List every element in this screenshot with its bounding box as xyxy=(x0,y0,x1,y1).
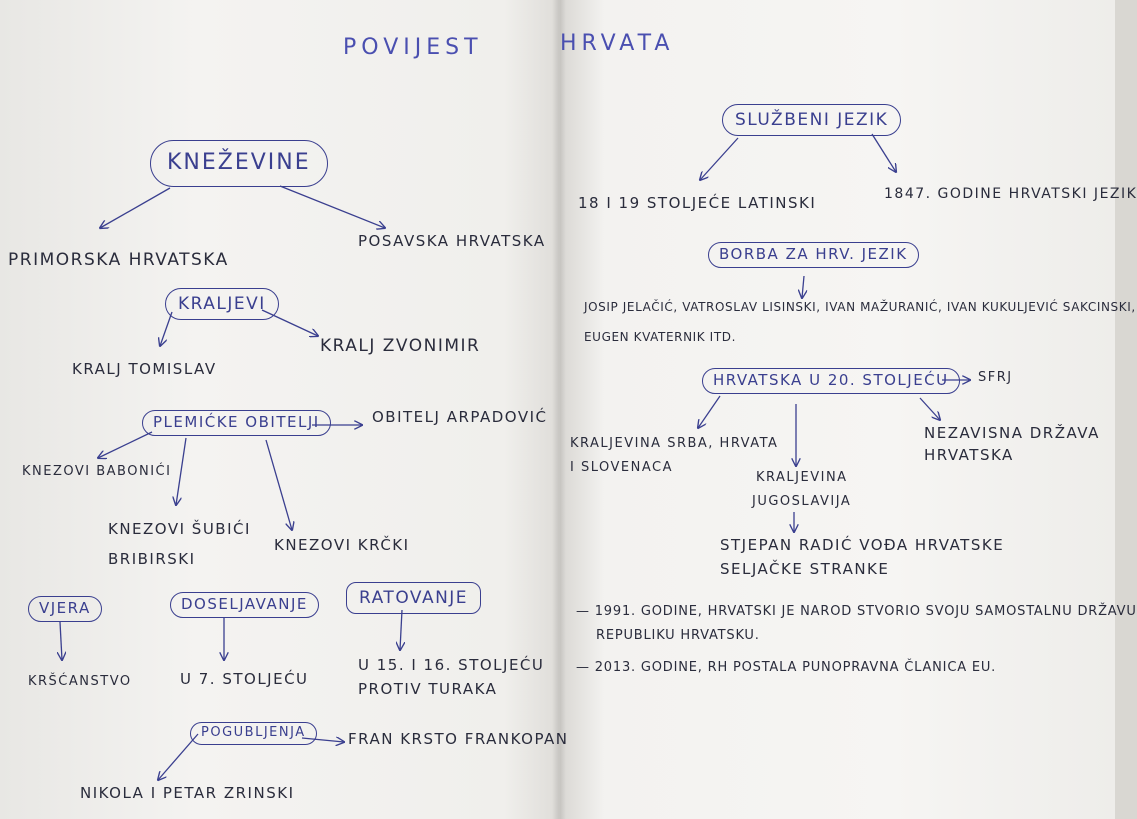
label-primorska-hrvatska: PRIMORSKA HRVATSKA xyxy=(8,250,229,270)
arrow-plemicke-babonici xyxy=(98,431,153,458)
label-sfrj: SFRJ xyxy=(978,370,1013,385)
arrow-ratovanje xyxy=(400,609,402,650)
label-jugoslavija-line-2: JUGOSLAVIJA xyxy=(752,494,852,509)
arrow-borba xyxy=(802,275,804,298)
arrow-pogubljenja-zrinski xyxy=(158,733,199,780)
node-hrvatska-u-20-stoljecu: HRVATSKA U 20. STOLJEĆU xyxy=(702,368,960,394)
arrow-plemicke-subici xyxy=(176,437,187,505)
label-ndh-line-2: HRVATSKA xyxy=(924,446,1014,464)
node-doseljavanje: DOSELJAVANJE xyxy=(170,592,319,618)
note-1991-line-2: REPUBLIKU HRVATSKU. xyxy=(596,628,760,643)
label-ratovanje-line-1: U 15. I 16. STOLJEĆU xyxy=(358,656,545,674)
node-vjera: VJERA xyxy=(28,596,102,622)
label-jugoslavija-line-1: KRALJEVINA xyxy=(756,470,848,485)
title-right-word: HRVATA xyxy=(560,31,675,56)
label-krscanstvo: KRŠĆANSTVO xyxy=(28,674,132,689)
arrow-jezik-hrvatski xyxy=(871,133,896,172)
label-u-7-stoljecu: U 7. STOLJEĆU xyxy=(180,670,309,688)
label-hrvatski-jezik: 1847. GODINE HRVATSKI JEZIK xyxy=(884,186,1137,202)
note-1991-line-1: — 1991. GODINE, HRVATSKI JE NAROD STVORI… xyxy=(576,604,1137,619)
note-2013: — 2013. GODINE, RH POSTALA PUNOPRAVNA ČL… xyxy=(576,660,997,675)
arrow-knezevine-posavska xyxy=(279,185,385,228)
arrow-kraljevi-tomislav xyxy=(160,311,173,346)
label-latinski: 18 I 19 STOLJEĆE LATINSKI xyxy=(578,194,817,212)
label-bribirski: BRIBIRSKI xyxy=(108,550,196,568)
arrow-jezik-latinski xyxy=(700,137,739,180)
label-knezovi-krcki: KNEZOVI KRČKI xyxy=(274,536,410,554)
label-nikola-i-petar-zrinski: NIKOLA I PETAR ZRINSKI xyxy=(80,784,295,802)
label-fran-krsto-frankopan: FRAN KRSTO FRANKOPAN xyxy=(348,730,569,748)
arrow-20st-ndh xyxy=(919,397,940,420)
label-borba-line-2: EUGEN KVATERNIK ITD. xyxy=(584,330,736,344)
label-kraljevina-shs-line-2: I SLOVENACA xyxy=(570,460,673,475)
label-ndh-line-1: NEZAVISNA DRŽAVA xyxy=(924,424,1100,442)
title-left-word: POVIJEST xyxy=(343,35,483,60)
label-posavska-hrvatska: POSAVSKA HRVATSKA xyxy=(358,232,546,250)
node-pogubljenja: POGUBLJENJA xyxy=(190,722,317,745)
label-kralj-tomislav: KRALJ TOMISLAV xyxy=(72,360,217,378)
label-radic-line-1: STJEPAN RADIĆ VOĐA HRVATSKE xyxy=(720,536,1005,554)
node-borba-za-hrv-jezik: BORBA ZA HRV. JEZIK xyxy=(708,242,919,268)
label-knezovi-babonici: KNEZOVI BABONIĆI xyxy=(22,464,172,479)
node-sluzbeni-jezik: SLUŽBENI JEZIK xyxy=(722,104,902,137)
label-kralj-zvonimir: KRALJ ZVONIMIR xyxy=(320,336,481,356)
node-plemicke-obitelji: PLEMIĆKE OBITELJI xyxy=(142,410,331,436)
notebook-spine xyxy=(552,0,566,819)
label-radic-line-2: SELJAČKE STRANKE xyxy=(720,560,890,578)
arrow-20st-shs xyxy=(698,395,721,428)
right-page xyxy=(560,0,1115,819)
label-kraljevina-shs-line-1: KRALJEVINA SRBA, HRVATA xyxy=(570,436,779,451)
label-knezovi-subici: KNEZOVI ŠUBIĆI xyxy=(108,520,251,538)
node-kraljevi: KRALJEVI xyxy=(165,288,279,321)
arrow-vjera xyxy=(60,621,62,660)
node-ratovanje: RATOVANJE xyxy=(346,582,482,615)
arrow-plemicke-krcki xyxy=(265,439,292,530)
arrow-knezevine-primorska xyxy=(100,187,171,228)
label-ratovanje-line-2: PROTIV TURAKA xyxy=(358,680,498,698)
label-borba-line-1: JOSIP JELAČIĆ, VATROSLAV LISINSKI, IVAN … xyxy=(584,300,1136,314)
node-knezevine: KNEŽEVINE xyxy=(150,140,328,187)
label-obitelj-arpadovic: OBITELJ ARPADOVIĆ xyxy=(372,408,548,426)
